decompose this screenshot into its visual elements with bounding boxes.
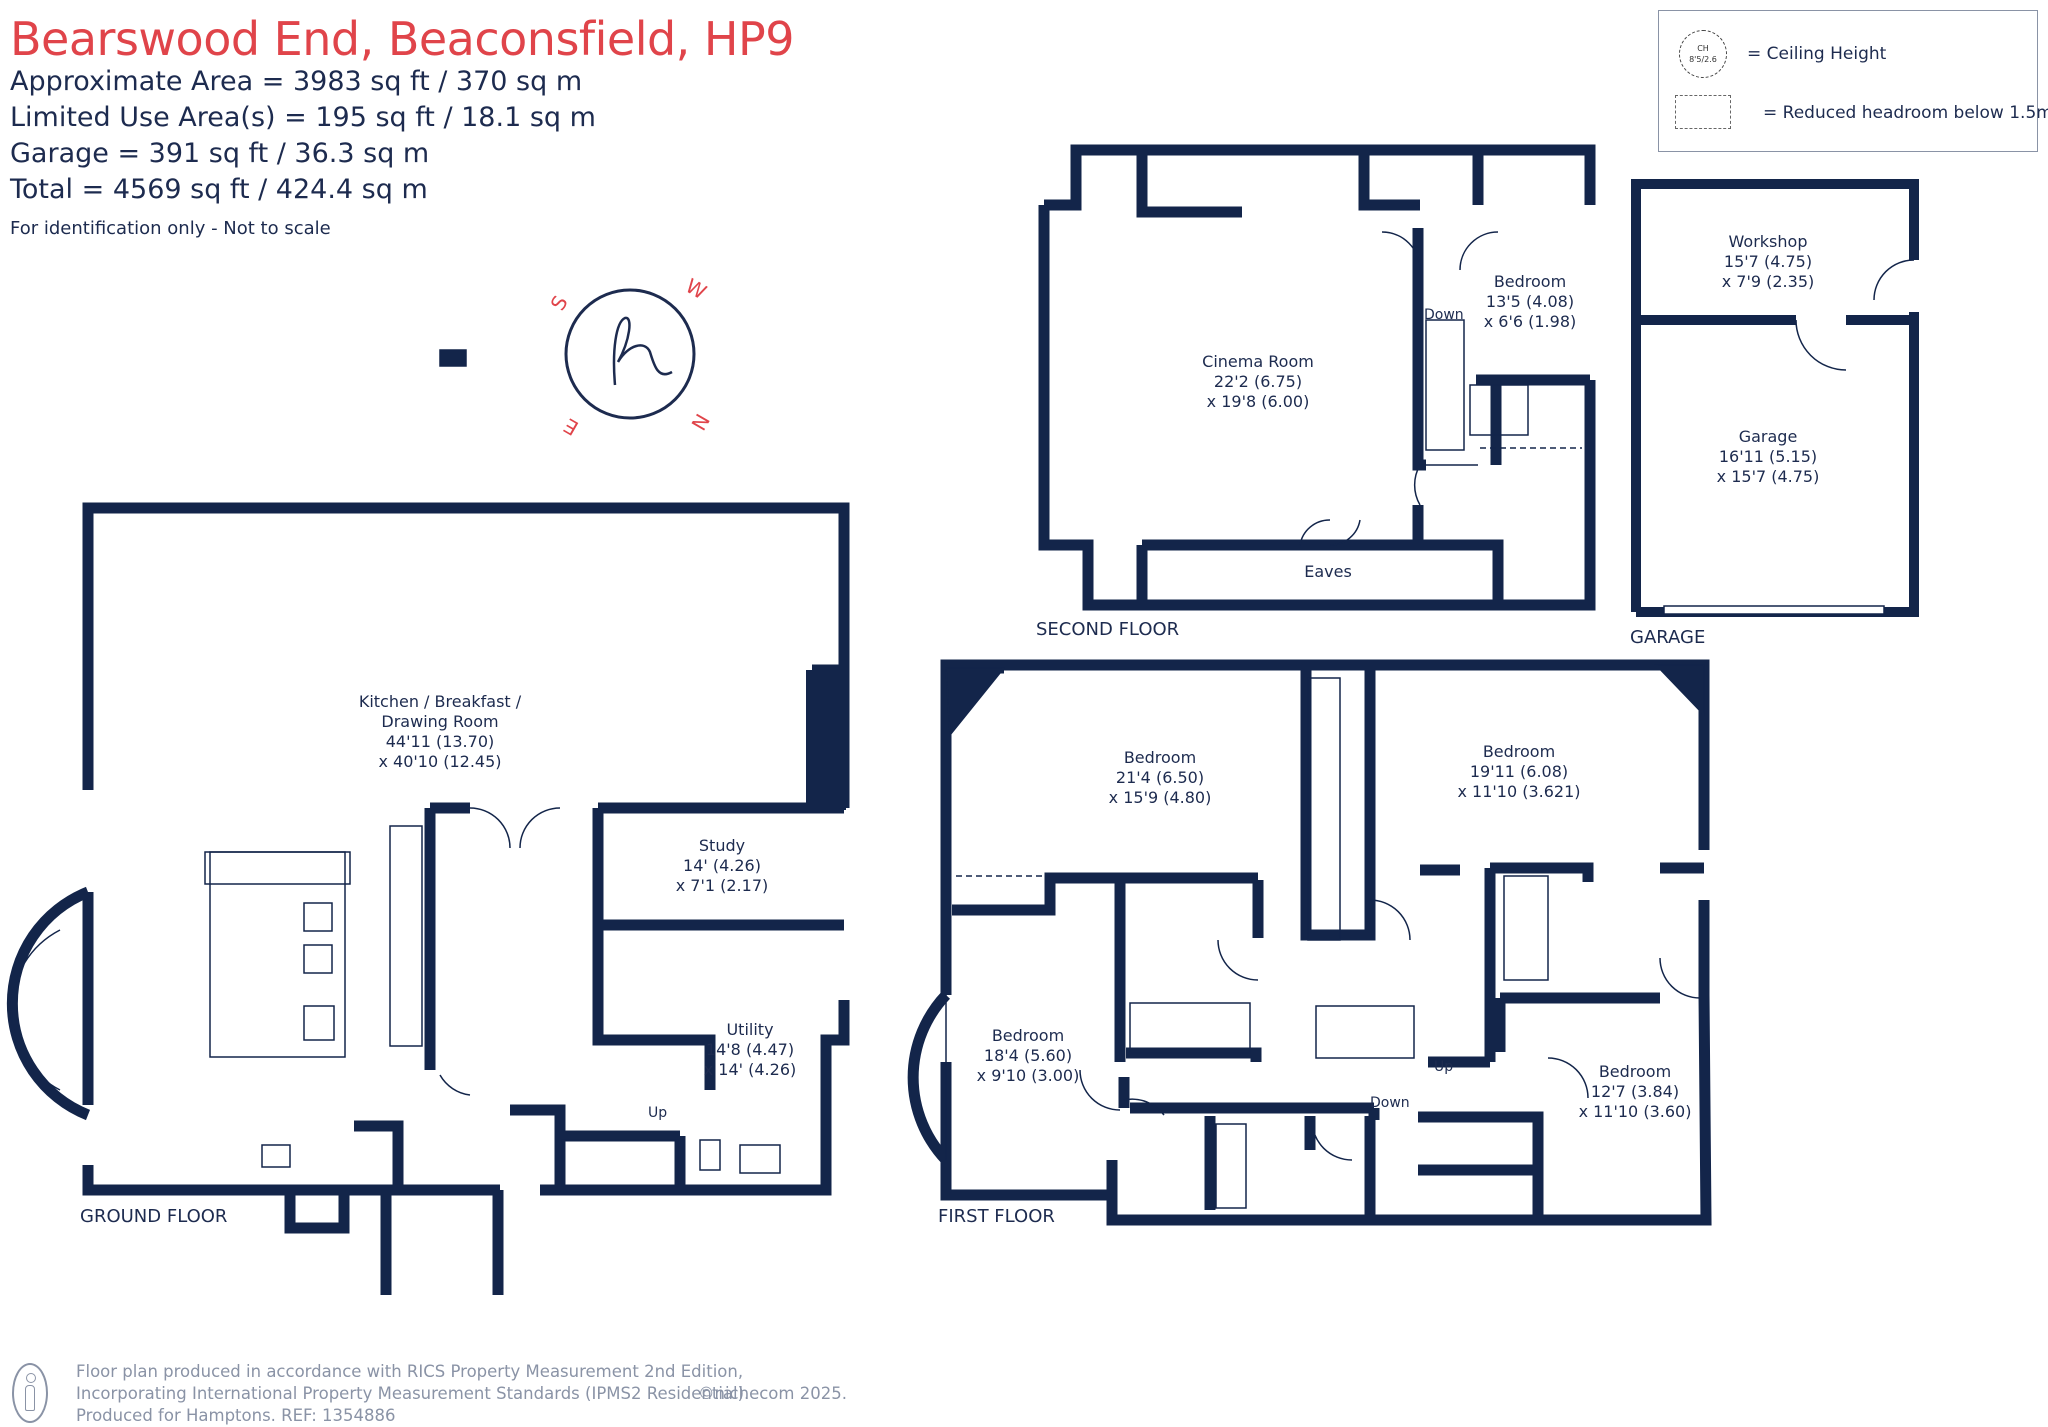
limited-use-area: Limited Use Area(s) = 195 sq ft / 18.1 s… [10,102,596,133]
compass-n: N [686,410,714,435]
first-floor-plan [940,659,1712,1226]
footer-line-1: Floor plan produced in accordance with R… [76,1362,744,1381]
compass-logo-icon: S W N E [546,274,715,441]
second-floor-details [1299,231,1582,546]
approximate-area: Approximate Area = 3983 sq ft / 370 sq m [10,66,583,97]
reduced-headroom-label: = Reduced headroom below 1.5m [1763,103,2048,123]
person-icon [12,1363,48,1423]
footer-copyright: ©nichecom 2025. [698,1384,847,1403]
first-stairs-up: Up [1434,1059,1454,1075]
garage-area: Garage = 391 sq ft / 36.3 sq m [10,138,430,169]
ceiling-height-label: = Ceiling Height [1747,44,1887,64]
total-area: Total = 4569 sq ft / 424.4 sq m [10,174,428,205]
compass-e: E [560,413,583,440]
compass-s: S [546,291,573,314]
footer-line-2: Incorporating International Property Mea… [76,1384,750,1403]
disclaimer-note: For identification only - Not to scale [10,218,331,239]
ground-floor-label: GROUND FLOOR [80,1206,228,1227]
reduced-headroom-icon [1675,95,1731,129]
first-floor-label: FIRST FLOOR [938,1206,1055,1227]
eaves-label: Eaves [1304,562,1352,581]
property-title: Bearswood End, Beaconsfield, HP9 [10,12,795,66]
ground-floor-plan [82,502,850,1295]
ground-stairs-up: Up [648,1105,668,1121]
ground-floor-details [6,349,846,1187]
first-floor-details [907,664,1705,1209]
first-stairs-down: Down [1370,1095,1410,1111]
second-floor-plan [1038,144,1596,611]
footer-line-3: Produced for Hamptons. REF: 1354886 [76,1406,396,1425]
compass-w: W [682,274,711,305]
second-stairs-down: Down [1424,307,1464,323]
second-floor-label: SECOND FLOOR [1036,619,1180,640]
garage-details [1663,259,1915,615]
garage-floor-label: GARAGE [1630,627,1706,648]
